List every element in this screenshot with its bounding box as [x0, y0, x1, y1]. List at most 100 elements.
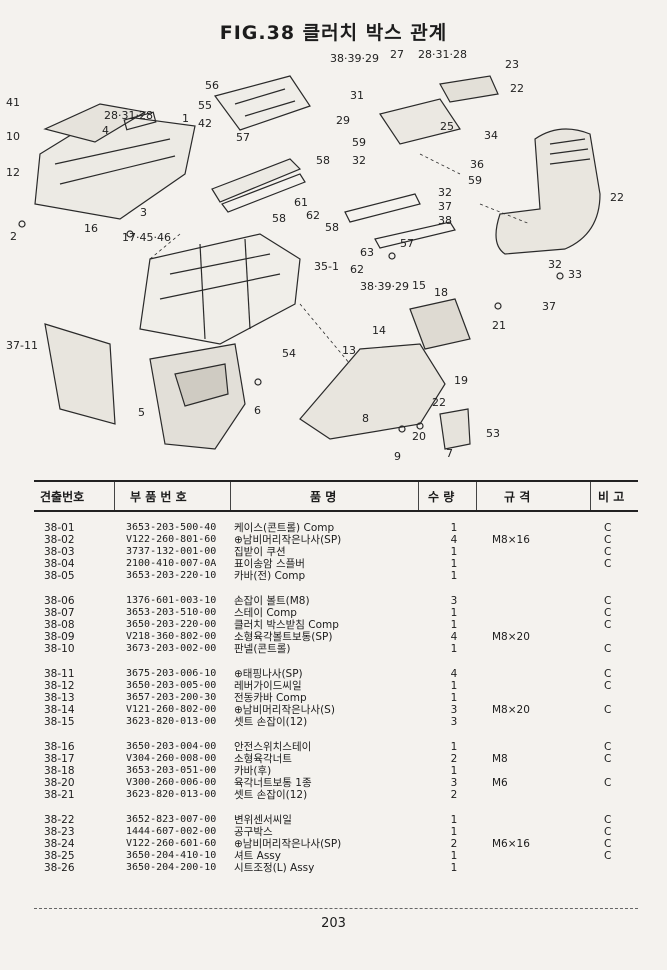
rail-drawing [211, 158, 302, 203]
quantity: 1 [450, 643, 458, 655]
quantity: 1 [450, 680, 458, 692]
note: C [604, 558, 612, 570]
part-name: 안전스위치스테이 [234, 741, 312, 753]
callout-label: 58 [316, 154, 330, 167]
part-name: 셋트 손잡이(12) [234, 716, 308, 728]
callout-label: 13 [342, 344, 356, 357]
part-name: 전동카바 Comp [234, 692, 307, 704]
part-name: 집받이 쿠션 [234, 546, 286, 558]
quantity: 1 [450, 607, 458, 619]
part-ref-no: 38-24 [44, 838, 75, 850]
part-name: ⊕태핑나사(SP) [234, 668, 303, 680]
callout-label: 62 [350, 263, 364, 276]
part-number: 3652-823-007-00 [126, 814, 217, 825]
part-number: 3737-132-001-00 [126, 546, 217, 557]
part-number: 3650-204-200-10 [126, 862, 217, 873]
part-number: 3653-203-510-00 [126, 607, 217, 618]
part-number: 3653-203-051-00 [126, 765, 217, 776]
part-number: 3653-203-500-40 [126, 522, 217, 533]
callout-label: 37 [542, 300, 556, 313]
quantity: 1 [450, 765, 458, 777]
spec: M8 [492, 753, 508, 765]
header-name: 품 명 [310, 490, 337, 504]
callout-label: 2 [10, 230, 17, 243]
part-ref-no: 38-13 [44, 692, 75, 704]
part-name: 클러치 박스받침 Comp [234, 619, 339, 631]
note: C [604, 668, 612, 680]
callout-label: 18 [434, 286, 448, 299]
quantity: 1 [450, 814, 458, 826]
part-name: 소형육각볼트보통(SP) [234, 631, 333, 643]
callout-label: 58 [325, 221, 339, 234]
part-ref-no: 38-11 [44, 668, 75, 680]
part-ref-no: 38-07 [44, 607, 75, 619]
callout-label: 15 [412, 279, 426, 292]
part-ref-no: 38-12 [44, 680, 75, 692]
note: C [604, 704, 612, 716]
frame-drawing [213, 75, 311, 131]
part-ref-no: 38-03 [44, 546, 75, 558]
quantity: 1 [450, 619, 458, 631]
tool-box-drawing [409, 298, 471, 350]
side-panel-drawing [44, 323, 116, 425]
callout-label: 59 [352, 136, 366, 149]
part-ref-no: 38-08 [44, 619, 75, 631]
callout-label: 59 [468, 174, 482, 187]
header-part: 부 품 번 호 [130, 490, 187, 504]
part-name: ⊕남비머리작은나사(SP) [234, 534, 342, 546]
callout-label: 32 [438, 186, 452, 199]
callout-label: 37-11 [6, 339, 38, 352]
part-ref-no: 38-06 [44, 595, 75, 607]
note: C [604, 595, 612, 607]
part-ref-no: 38-09 [44, 631, 75, 643]
table-header: 견출번호 부 품 번 호 품 명 수 량 규 격 비 고 [34, 480, 638, 512]
part-name: 공구박스 [234, 826, 273, 838]
header-spec: 규 격 [504, 490, 531, 504]
part-number: 3623-820-013-00 [126, 789, 217, 800]
spec: M6 [492, 777, 508, 789]
header-qty: 수 량 [428, 490, 455, 504]
callout-label: 20 [412, 430, 426, 443]
quantity: 2 [450, 753, 458, 765]
callout-label: 3 [140, 206, 147, 219]
callout-label: 58 [272, 212, 286, 225]
note: C [604, 534, 612, 546]
quantity: 3 [450, 716, 458, 728]
part-name: 육각너트보통 1종 [234, 777, 312, 789]
quantity: 2 [450, 789, 458, 801]
quantity: 1 [450, 570, 458, 582]
main-frame-drawing [139, 233, 301, 345]
quantity: 2 [450, 838, 458, 850]
part-ref-no: 38-16 [44, 741, 75, 753]
callout-label: 54 [282, 347, 296, 360]
note: C [604, 546, 612, 558]
callout-label: 38 [438, 214, 452, 227]
quantity: 3 [450, 704, 458, 716]
part-name: ⊕남비머리작은나사(SP) [234, 838, 342, 850]
callout-label: 32 [548, 258, 562, 271]
callout-label: 57 [400, 237, 414, 250]
callout-label: 22 [610, 191, 624, 204]
callout-label: 16 [84, 222, 98, 235]
callout-label: 27 [390, 48, 404, 61]
quantity: 1 [450, 558, 458, 570]
quantity: 1 [450, 826, 458, 838]
callout-label: 28·31·28 [418, 48, 467, 61]
part-number: 3673-203-002-00 [126, 643, 217, 654]
part-ref-no: 38-14 [44, 704, 75, 716]
callout-label: 21 [492, 319, 506, 332]
callout-label: 61 [294, 196, 308, 209]
callout-label: 33 [568, 268, 582, 281]
callout-label: 32 [352, 154, 366, 167]
